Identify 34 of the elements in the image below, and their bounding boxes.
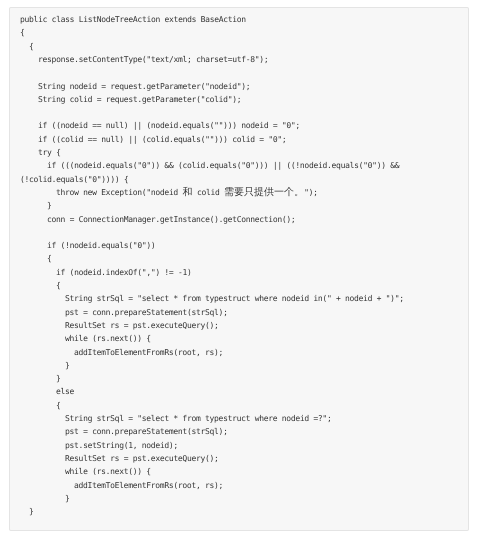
code-line: while (rs.next()) { [65, 333, 151, 346]
code-line: } [65, 492, 70, 505]
code-line: } [56, 373, 61, 386]
code-line: if (nodeid.indexOf(",") != -1) [56, 266, 192, 279]
code-line: pst.setString(1, nodeid); [65, 440, 178, 452]
code-line: response.setContentType("text/xml; charset=utf-8"); [38, 54, 268, 66]
code-line: conn = ConnectionManager.getInstance().getConnection(); [47, 214, 296, 226]
code-line: String strSql = "select * from typestruct where nodeid =?"; [65, 413, 332, 425]
code-line: { [20, 27, 25, 40]
code-line: } [29, 506, 34, 518]
code-line: if ((colid == null) || (colid.equals(""))) colid = "0"; [38, 134, 286, 146]
code-line: { [56, 280, 61, 292]
code-line: String strSql = "select * from typestruct where nodeid in(" + nodeid + ")"; [65, 293, 404, 306]
code-line: if ((nodeid == null) || (nodeid.equals(""))) nodeid = "0"; [38, 120, 300, 132]
code-line: pst = conn.prepareStatement(strSql); [65, 306, 228, 319]
code-line: throw new Exception("nodeid 和 colid 需要只提供一个。"); [56, 186, 318, 200]
code-line: } [65, 360, 70, 372]
code-line: String colid = request.getParameter("colid"); [38, 94, 242, 106]
code-line: public class ListNodeTreeAction extends BaseAction [20, 14, 246, 26]
code-line: while (rs.next()) { [65, 466, 151, 478]
code-line: addItemToElementFromRs(root, rs); [74, 480, 224, 492]
code-line: { [47, 253, 52, 266]
code-line: else [56, 386, 74, 398]
code-line: { [56, 400, 61, 412]
code-line: ResultSet rs = pst.executeQuery(); [65, 452, 219, 465]
code-line: } [47, 200, 52, 212]
code-line: { [29, 40, 34, 53]
code-block [9, 7, 469, 531]
code-line: pst = conn.prepareStatement(strSql); [65, 426, 228, 438]
code-line: ResultSet rs = pst.executeQuery(); [65, 320, 219, 332]
code-line: String nodeid = request.getParameter("nodeid"); [38, 80, 250, 93]
code-line: try { [38, 147, 61, 159]
code-line: addItemToElementFromRs(root, rs); [74, 346, 224, 358]
code-line: if (!nodeid.equals("0")) [47, 240, 156, 252]
